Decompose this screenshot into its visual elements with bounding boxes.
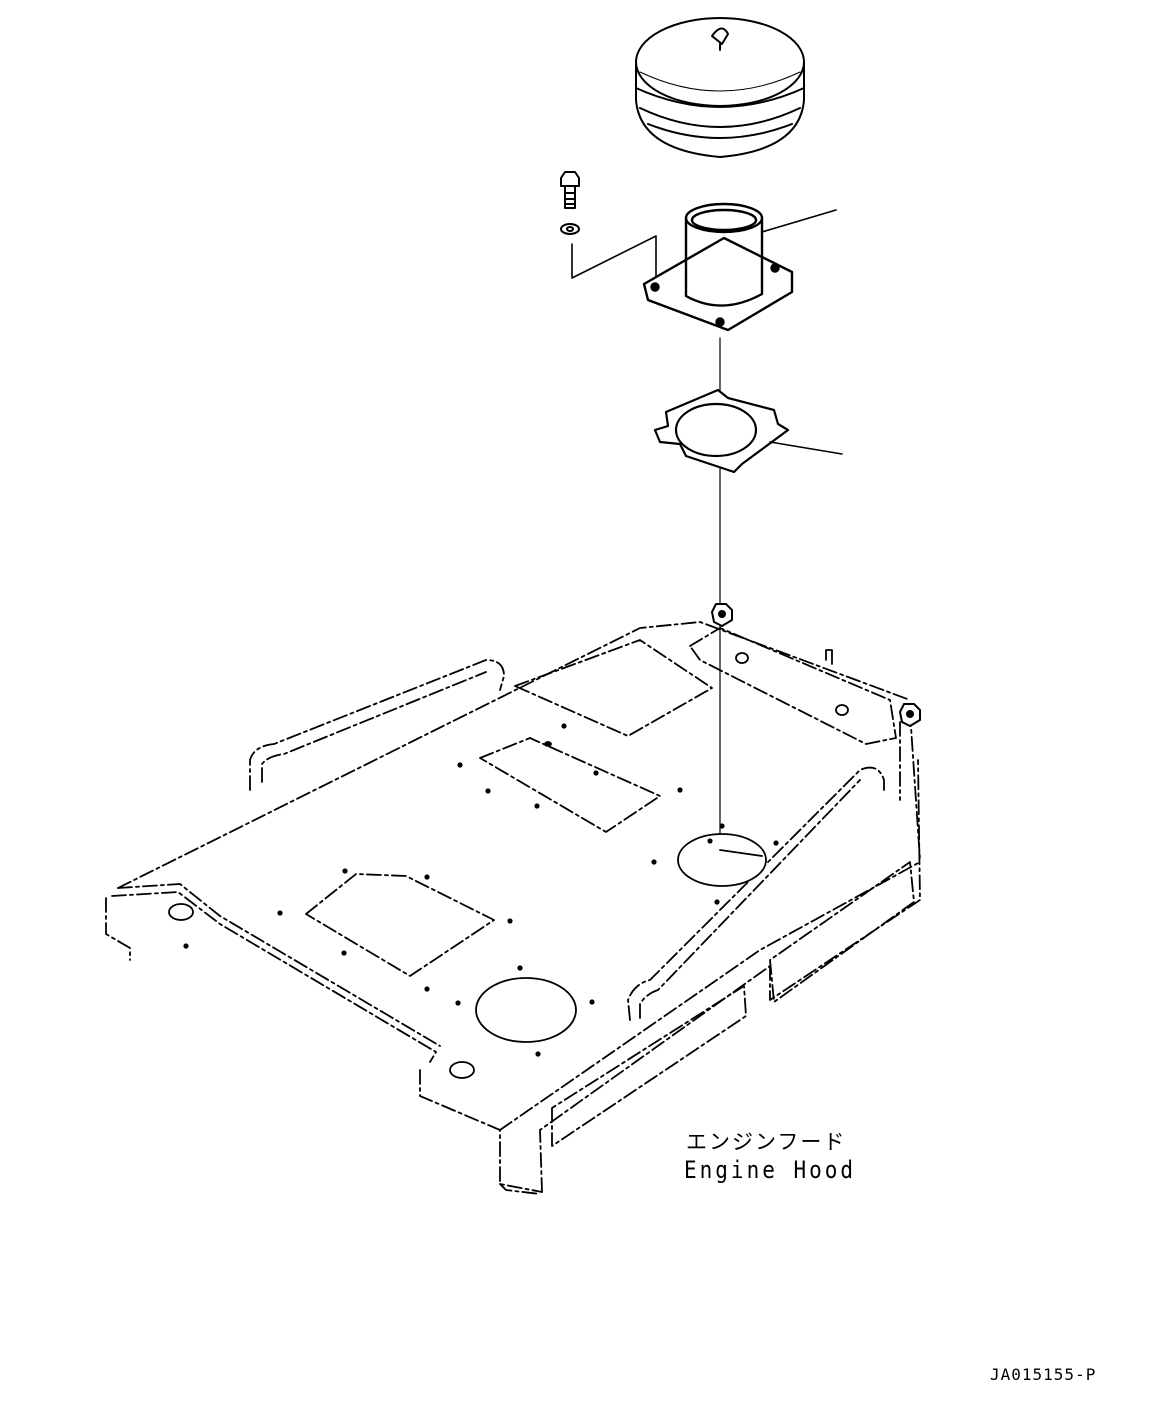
part-name-english: Engine Hood (684, 1156, 857, 1184)
air-intake-opening (677, 833, 767, 887)
part-name-japanese: エンジンフード (686, 1130, 847, 1154)
precleaner-cap (635, 17, 805, 158)
hood-holes (168, 649, 849, 1079)
pipe-leader-line (761, 209, 837, 233)
drawing-code: JA015155-P (990, 1365, 1097, 1384)
bolt-holes (183, 723, 779, 1057)
bolt (560, 171, 580, 209)
gasket (653, 388, 790, 474)
knob (711, 603, 921, 727)
bolt-leader-line (571, 235, 657, 289)
engine-hood (105, 621, 921, 1195)
adapter-pipe (642, 202, 794, 332)
washer (560, 223, 580, 235)
gasket-leader-line (769, 441, 843, 455)
